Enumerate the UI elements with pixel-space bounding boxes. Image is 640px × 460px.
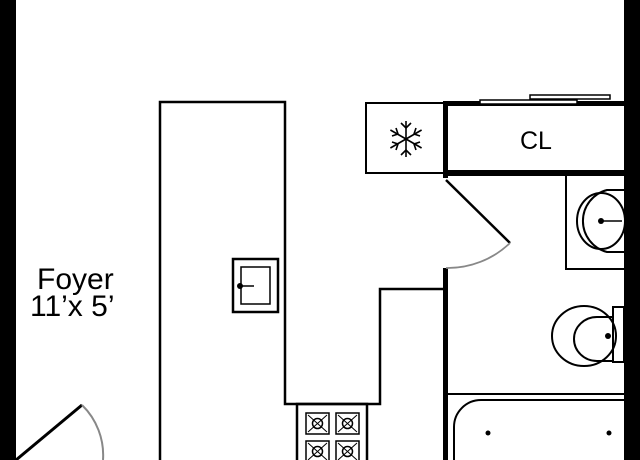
bathroom-left-wall: [443, 268, 448, 460]
bathroom-door: [445, 179, 511, 269]
foyer-label: Foyer: [37, 263, 114, 296]
foyer-dimensions: 11’x 5’: [30, 290, 115, 323]
toilet: [551, 305, 625, 367]
closet-bottom-wall: [443, 170, 624, 176]
snowflake-icon: [390, 121, 422, 157]
kitchen-counter: [158, 100, 445, 460]
entry-door: [15, 403, 105, 460]
stove-burners-icon: [305, 412, 360, 460]
left-exterior-wall: [0, 0, 16, 460]
bathtub: [448, 393, 624, 460]
closet-sliding-doors: [479, 94, 611, 105]
bathroom-sink: [576, 189, 626, 253]
closet-label: CL: [520, 127, 552, 155]
refrigerator: [365, 102, 447, 174]
closet-left-wall: [443, 101, 448, 178]
bathroom-vanity: [565, 176, 624, 270]
right-exterior-wall: [624, 0, 640, 460]
stove: [295, 402, 369, 460]
kitchen-sink: [231, 257, 280, 314]
